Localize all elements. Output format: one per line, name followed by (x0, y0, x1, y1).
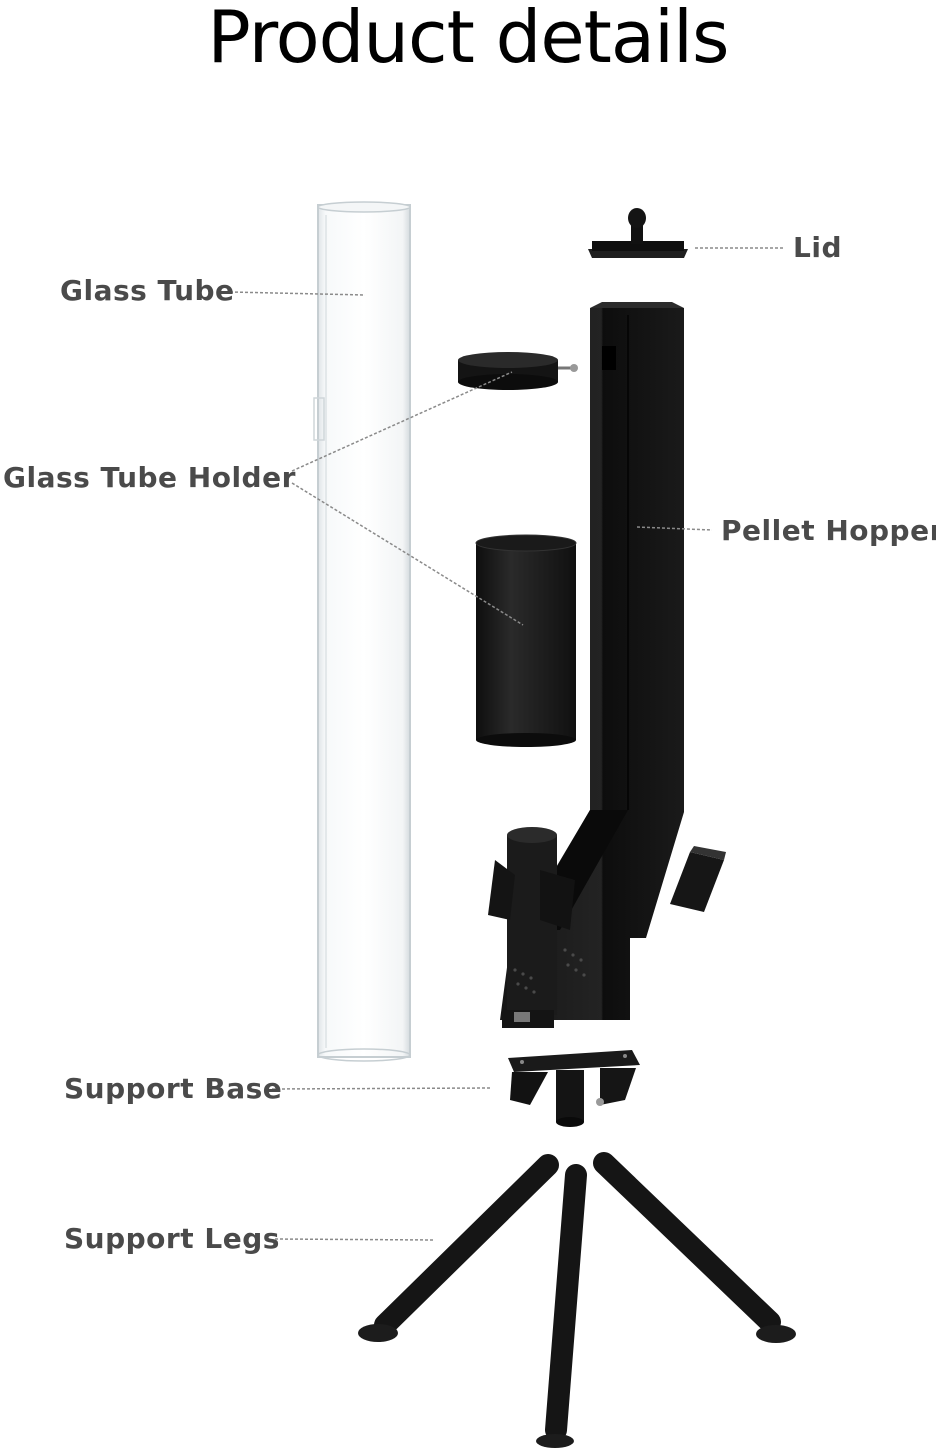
ash-tray-part (670, 846, 726, 912)
label-support-legs: Support Legs (64, 1222, 280, 1255)
lid-part (588, 208, 688, 258)
glass-tube-part (313, 201, 411, 1062)
support-base-part (508, 1050, 640, 1127)
glass-tube-holder-sleeve (475, 534, 577, 747)
label-glass-tube: Glass Tube (60, 274, 235, 307)
label-glass-tube-holder: Glass Tube Holder (3, 461, 296, 494)
label-support-base: Support Base (64, 1072, 283, 1105)
label-pellet-hopper: Pellet Hopper (721, 514, 936, 547)
page-title: Product details (207, 0, 729, 79)
leader-lines (229, 247, 785, 1241)
glass-tube-holder-ring (458, 352, 578, 390)
support-legs-part (358, 1152, 796, 1448)
combustion-chamber-part (488, 827, 586, 1028)
label-lid: Lid (793, 231, 842, 264)
